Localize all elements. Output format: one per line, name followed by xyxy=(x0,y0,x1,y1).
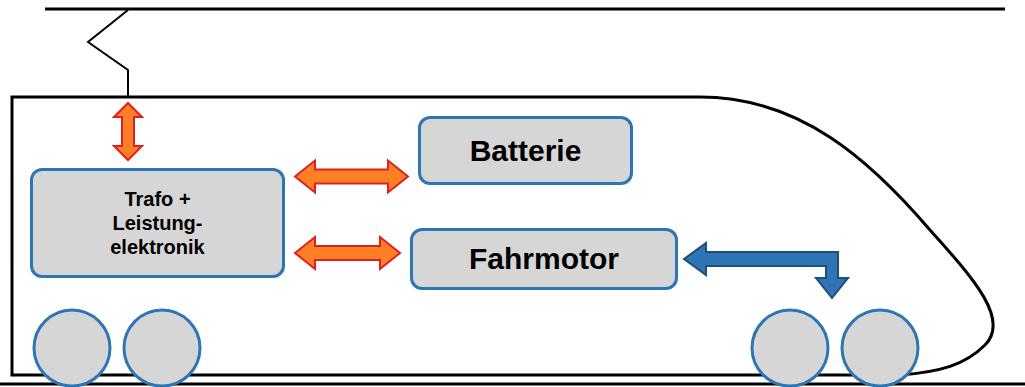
power-flow-arrow xyxy=(295,237,400,269)
wheels xyxy=(34,310,918,386)
wheel xyxy=(124,310,200,386)
mechanical-arrow xyxy=(684,243,848,298)
component-box: Batterie xyxy=(418,116,633,185)
component-box: Fahrmotor xyxy=(410,228,678,290)
wheel xyxy=(752,310,828,386)
wheel xyxy=(34,310,110,386)
power-arrow xyxy=(114,103,142,160)
component-box: Trafo + Leistung- elektronik xyxy=(30,168,285,278)
wheel xyxy=(842,310,918,386)
catenary-wire xyxy=(45,8,1005,11)
component-label: Batterie xyxy=(470,133,582,169)
component-label: Fahrmotor xyxy=(469,241,619,277)
component-label: Trafo + Leistung- elektronik xyxy=(83,187,233,259)
pantograph xyxy=(88,10,128,97)
power-flow-arrow xyxy=(295,161,408,193)
